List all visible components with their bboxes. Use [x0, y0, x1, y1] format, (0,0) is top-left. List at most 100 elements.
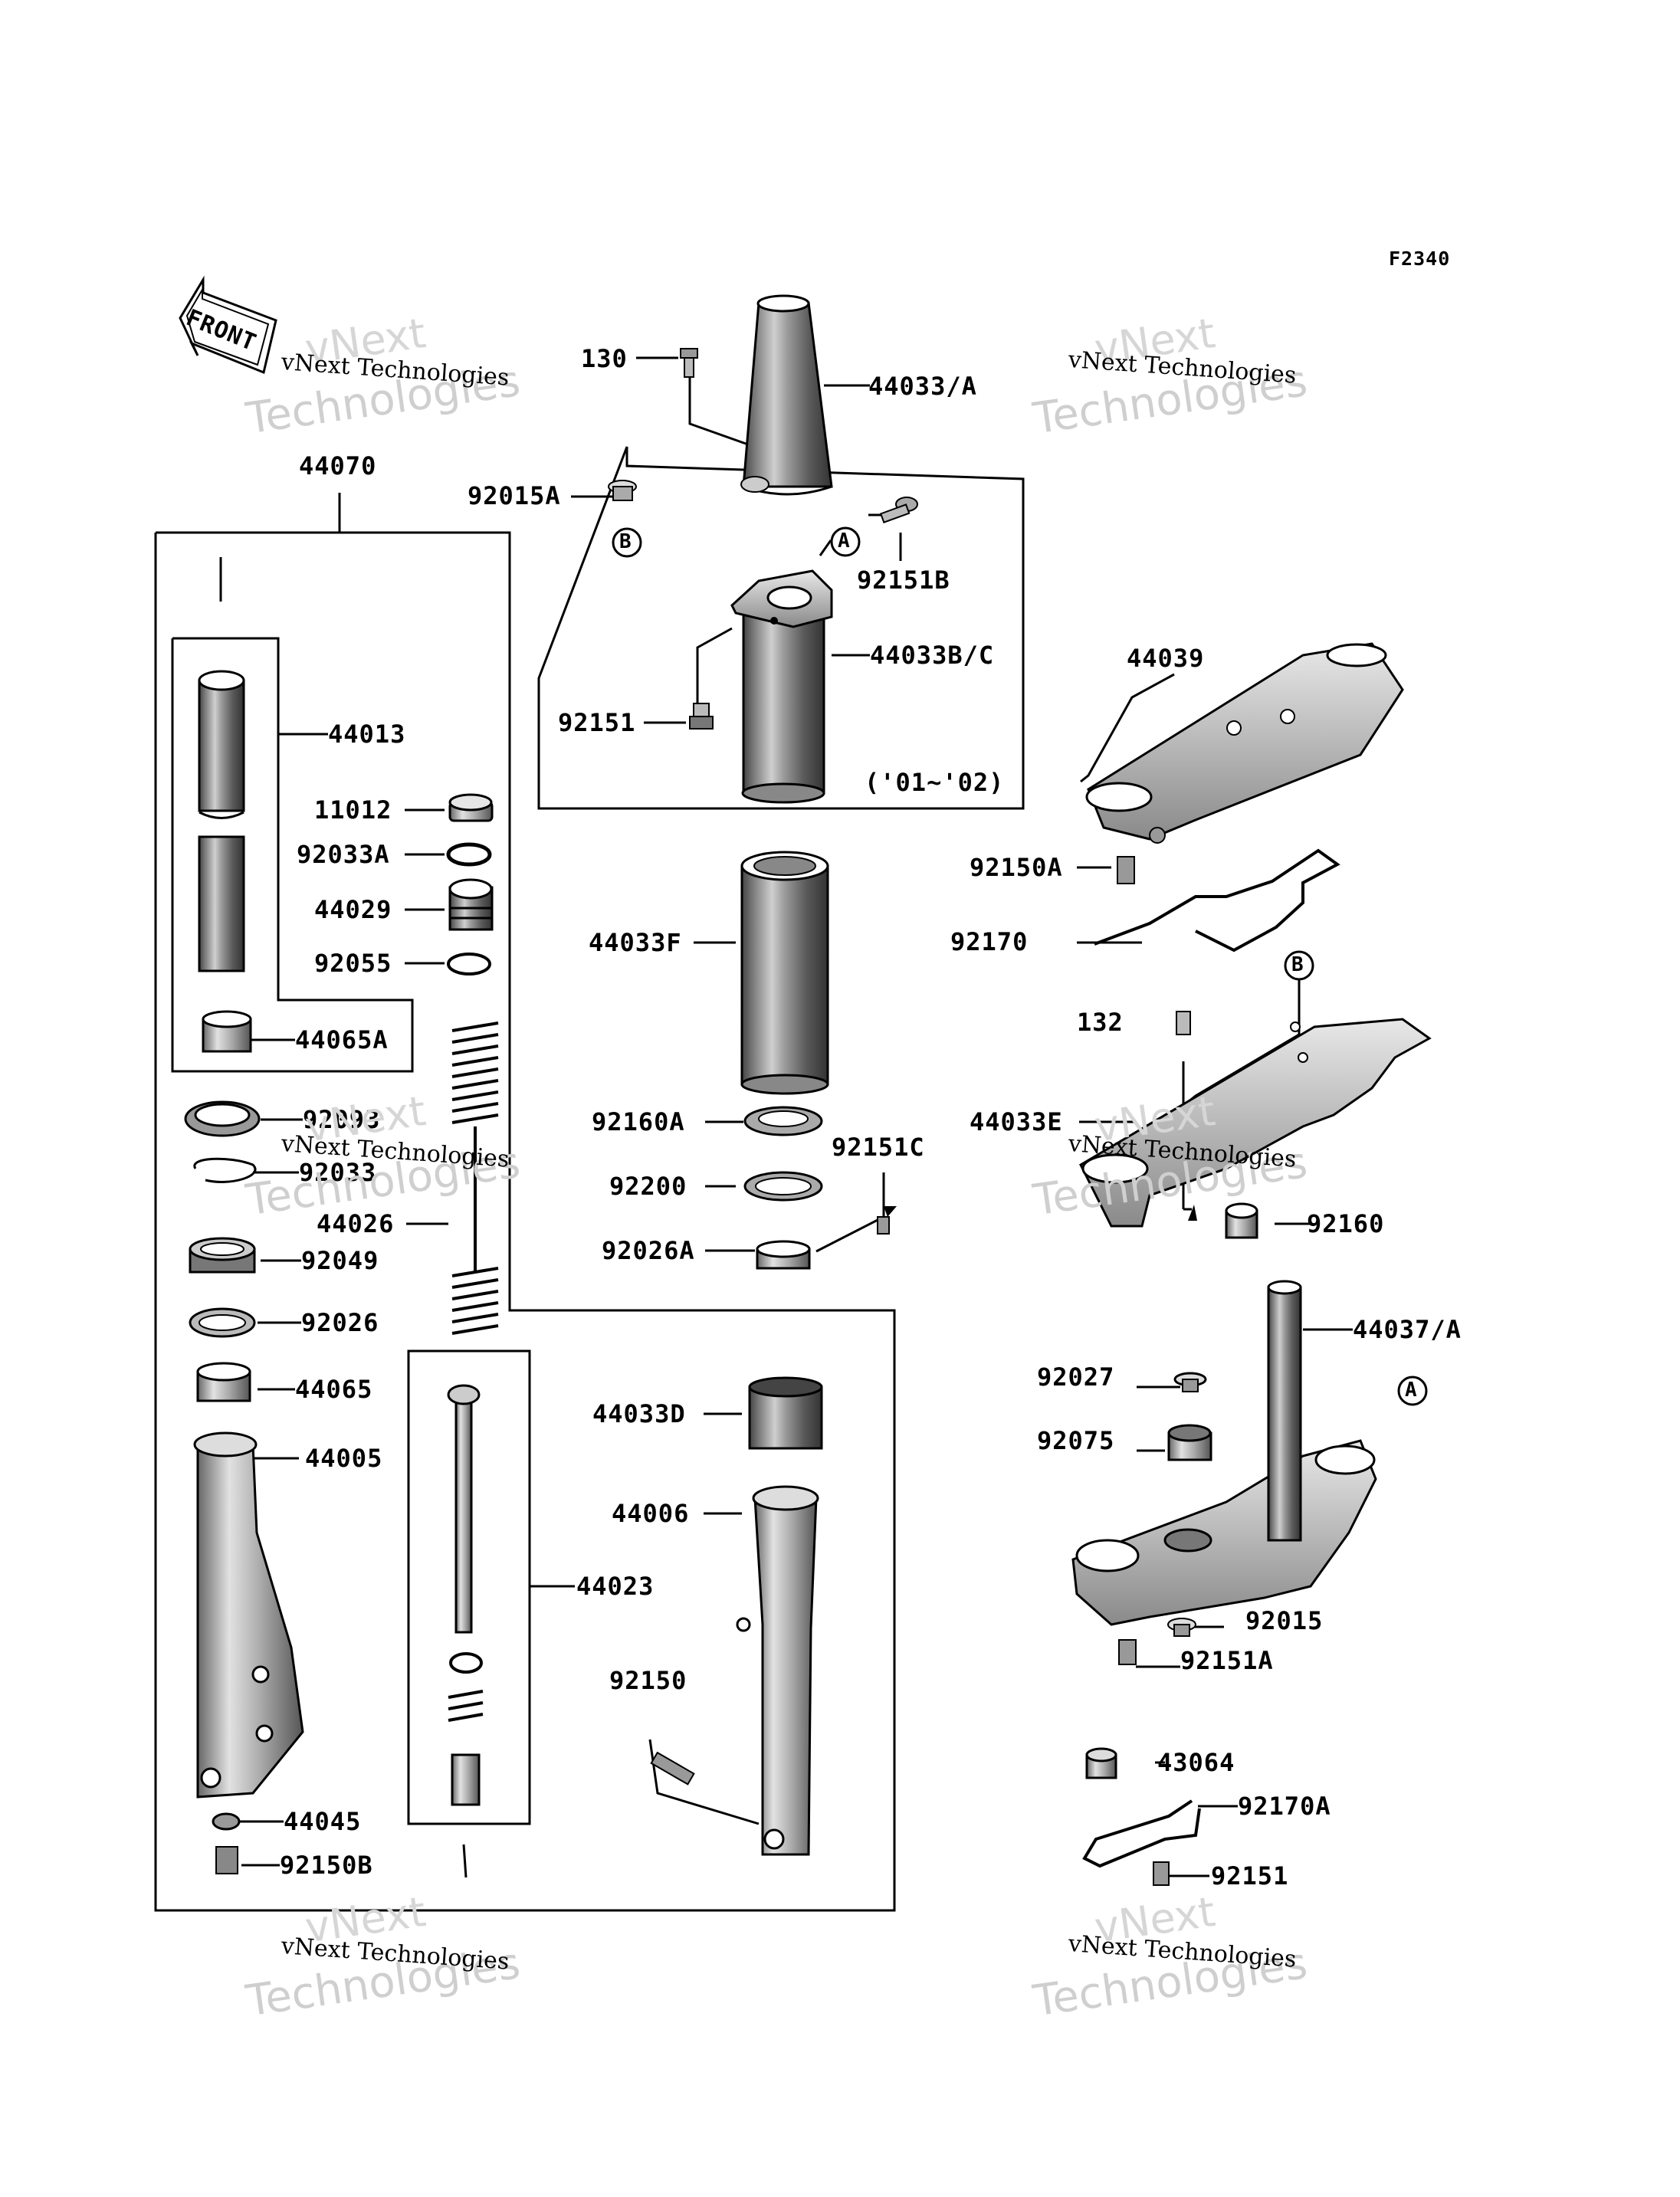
part-label-92026: 92026: [301, 1308, 379, 1337]
part-label-92015: 92015: [1245, 1606, 1324, 1635]
oring-92055-shape: [447, 953, 491, 976]
part-label-92160: 92160: [1307, 1209, 1385, 1238]
clip-92170a-shape: [1082, 1799, 1201, 1868]
outer-tube-44006-shape: [736, 1485, 819, 1856]
part-label-130: 130: [581, 344, 628, 373]
part-label-44045: 44045: [284, 1807, 362, 1836]
collar-92015-shape: [1167, 1618, 1196, 1637]
bushing-92075-shape: [1167, 1424, 1212, 1461]
part-label-92150b: 92150B: [280, 1851, 373, 1880]
part-label-44070: 44070: [299, 451, 377, 480]
screw-92151-shape: [689, 703, 714, 730]
part-label-92150a: 92150A: [970, 853, 1063, 882]
callout-b-label-top: B: [619, 530, 632, 553]
part-label-92049: 92049: [301, 1246, 379, 1275]
year-note: ('01~'02): [865, 768, 1005, 797]
screw-130-shape: [680, 348, 698, 378]
callout-b-circle-right: [1284, 950, 1314, 981]
part-label-92170: 92170: [950, 927, 1029, 956]
collar-92027-shape: [1173, 1372, 1207, 1392]
screw-92151b-shape: [879, 497, 918, 523]
bolt-92150-shape: [650, 1751, 695, 1785]
part-label-92015a: 92015A: [468, 481, 561, 510]
part-label-92033a: 92033A: [297, 840, 390, 869]
part-label-11012: 11012: [314, 795, 392, 825]
cover-44033f-shape: [740, 851, 829, 1095]
part-label-44006: 44006: [612, 1499, 690, 1528]
assembly-44013-outline: [171, 637, 414, 1073]
part-label-44065a: 44065A: [295, 1025, 389, 1054]
clip-92170-shape: [1094, 848, 1340, 953]
cover-44033bc-shape: [730, 569, 833, 804]
part-label-44033d: 44033D: [592, 1399, 686, 1428]
part-label-44026: 44026: [317, 1209, 395, 1238]
bushing-44065-shape: [196, 1362, 251, 1402]
callout-a-label-right: A: [1405, 1379, 1418, 1402]
part-label-92027: 92027: [1037, 1362, 1115, 1392]
damper-44023-shape: [447, 1384, 484, 1806]
collar-92015a-shape: [608, 480, 637, 501]
assembly-44033bc-outline: [537, 446, 1025, 810]
seal-92049-shape: [189, 1237, 256, 1274]
washer-44045-shape: [212, 1812, 241, 1831]
part-label-92055: 92055: [314, 949, 392, 978]
callout-a-label-top: A: [838, 530, 851, 553]
bolt-92151a-shape: [1118, 1639, 1137, 1665]
outer-tube-44005-shape: [193, 1431, 304, 1799]
part-label-92151a: 92151A: [1180, 1646, 1274, 1675]
screw-92151-lower-shape: [1153, 1861, 1170, 1886]
stem-44037a-shape: [1071, 1280, 1377, 1626]
spring-44026-shape: [451, 1021, 499, 1335]
part-label-44005: 44005: [305, 1444, 383, 1473]
part-label-44033e: 44033E: [970, 1107, 1063, 1136]
bolt-92150b-shape: [215, 1846, 238, 1874]
part-label-44033f: 44033F: [589, 928, 682, 957]
part-label-132: 132: [1077, 1008, 1124, 1037]
part-label-44013: 44013: [328, 720, 406, 749]
oring-92033a-shape: [446, 842, 492, 867]
part-label-44037a: 44037/A: [1353, 1315, 1462, 1344]
part-label-44033bc: 44033B/C: [870, 641, 995, 670]
screw-92151c-shape: [877, 1216, 890, 1235]
grommet-43064-shape: [1085, 1747, 1117, 1779]
adjuster-44029-shape: [448, 878, 494, 931]
cover-44033a-shape: [740, 294, 833, 496]
callout-a-circle-top: [830, 526, 861, 557]
callout-b-circle-top: [612, 527, 642, 558]
front-arrow-icon: [179, 275, 277, 375]
bolt-92150a-shape: [1117, 856, 1135, 884]
assembly-44070-outline: [154, 531, 896, 1912]
cover-44033d-shape: [748, 1376, 823, 1450]
part-label-43064: 43064: [1157, 1748, 1235, 1777]
part-label-92200: 92200: [609, 1172, 687, 1201]
part-label-44039: 44039: [1127, 644, 1205, 673]
part-label-44023: 44023: [576, 1572, 655, 1601]
clamp-92026a-shape: [756, 1240, 811, 1270]
inner-tube-44013-shape: [198, 670, 245, 972]
part-label-44033a: 44033/A: [868, 372, 977, 401]
part-label-92026a: 92026A: [602, 1236, 695, 1265]
diagram-code: F2340: [1389, 248, 1451, 270]
part-label-92093: 92093: [303, 1105, 381, 1134]
nut-92160-shape: [1225, 1202, 1258, 1239]
part-label-92151c: 92151C: [832, 1133, 925, 1162]
callout-b-label-right: B: [1291, 953, 1304, 976]
bushing-44065a-shape: [202, 1010, 252, 1053]
part-label-92151: 92151: [558, 708, 636, 737]
part-label-92160a: 92160A: [592, 1107, 685, 1136]
part-label-92151b: 92151B: [857, 566, 950, 595]
part-label-92151-lower: 92151: [1211, 1861, 1289, 1890]
part-label-92150: 92150: [609, 1666, 687, 1695]
clip-92033-shape: [193, 1157, 257, 1183]
part-label-92033: 92033: [299, 1158, 377, 1187]
bracket-44033e-shape: [1079, 1018, 1432, 1228]
part-label-92075: 92075: [1037, 1426, 1115, 1455]
screw-132-shape: [1176, 1011, 1191, 1035]
bracket-44039-shape: [1085, 642, 1404, 844]
callout-a-circle-right: [1397, 1376, 1428, 1406]
cap-11012-shape: [448, 793, 494, 822]
part-label-92170a: 92170A: [1238, 1792, 1331, 1821]
part-label-44065: 44065: [295, 1375, 373, 1404]
